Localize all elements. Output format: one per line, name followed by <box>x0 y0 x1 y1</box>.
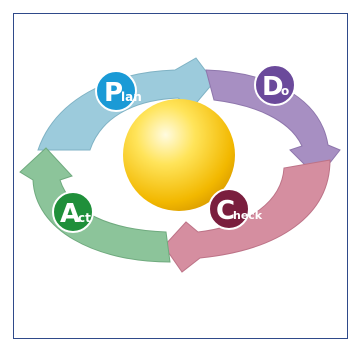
check-badge: C heck <box>208 188 263 230</box>
do-rest: o <box>281 84 289 98</box>
do-initial: D <box>262 72 284 102</box>
do-badge: D o <box>254 64 296 106</box>
plan-initial: P <box>104 78 123 108</box>
check-arrow <box>163 159 331 273</box>
act-badge: A ct <box>52 191 94 233</box>
check-initial: C <box>216 196 235 226</box>
plan-badge: P lan <box>95 70 142 112</box>
check-rest: heck <box>233 209 263 222</box>
act-initial: A <box>60 199 80 229</box>
act-rest: ct <box>78 211 91 225</box>
center-sphere <box>123 99 235 211</box>
plan-rest: lan <box>121 90 142 104</box>
act-arrow <box>19 147 171 263</box>
